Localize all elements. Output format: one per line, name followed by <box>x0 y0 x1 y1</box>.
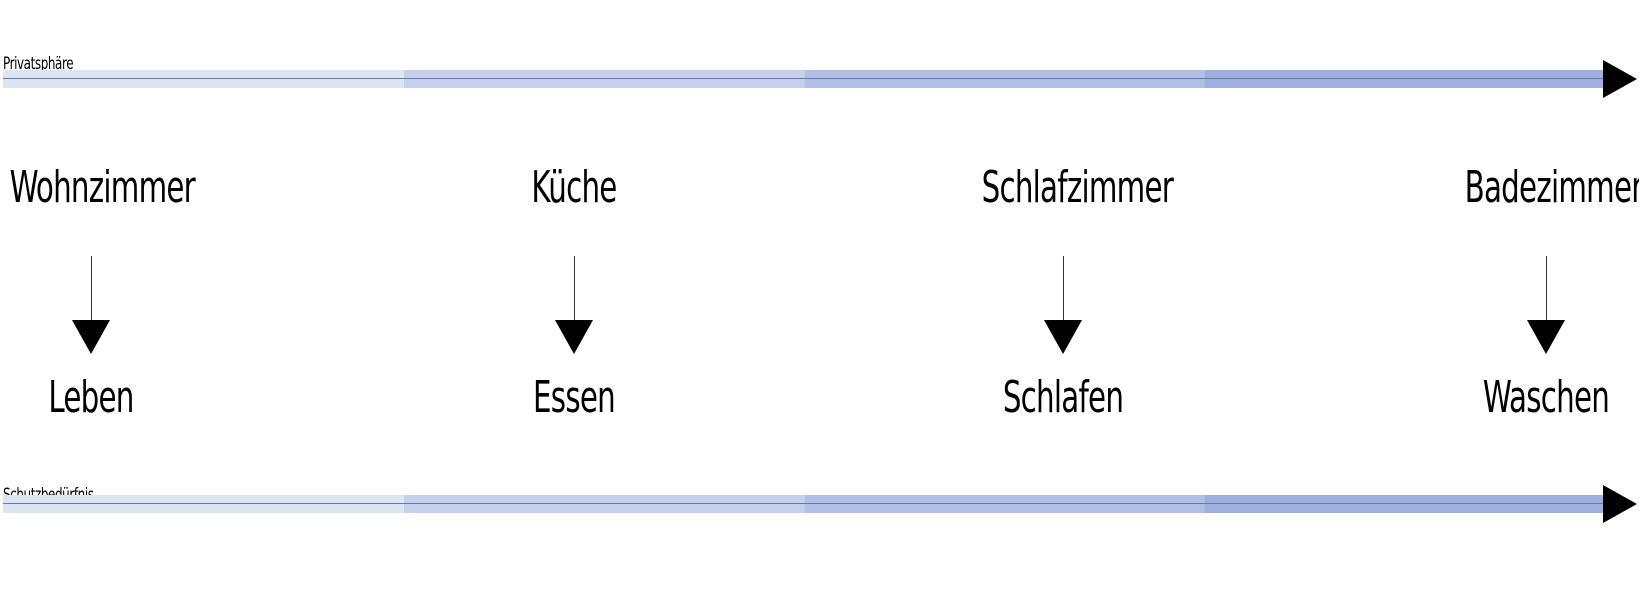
privacy-axis: Privatsphäre <box>0 40 1639 100</box>
room-column-living: Wohnzimmer Leben <box>0 160 201 440</box>
room-activity: Schlafen <box>1002 372 1124 423</box>
band-segment-1 <box>3 495 404 513</box>
privacy-gradient-band <box>3 70 1606 88</box>
room-name: Badezimmer <box>1464 162 1639 213</box>
band-segment-2 <box>403 70 805 88</box>
protection-axis: Schutzbedürfnis <box>0 485 1639 545</box>
room-name: Wohnzimmer <box>9 162 196 213</box>
privacy-arrowhead-icon <box>1603 60 1637 98</box>
privacy-axis-line <box>3 78 1606 79</box>
band-segment-3 <box>804 70 1206 88</box>
protection-gradient-band <box>3 495 1606 513</box>
band-segment-1 <box>3 70 404 88</box>
flow-line <box>91 256 92 320</box>
room-activity: Waschen <box>1482 372 1610 423</box>
arrow-down-icon <box>1044 320 1082 354</box>
room-activity: Leben <box>48 372 134 423</box>
room-column-bedroom: Schlafzimmer Schlafen <box>953 160 1174 440</box>
arrow-down-icon <box>1527 320 1565 354</box>
room-name: Küche <box>531 162 617 213</box>
band-segment-3 <box>804 495 1206 513</box>
flow-line <box>574 256 575 320</box>
privacy-axis-label: Privatsphäre <box>3 54 74 74</box>
room-column-bathroom: Badezimmer Waschen <box>1436 160 1639 440</box>
band-segment-4 <box>1205 495 1606 513</box>
band-segment-4 <box>1205 70 1606 88</box>
band-segment-2 <box>403 495 805 513</box>
protection-arrowhead-icon <box>1603 485 1637 523</box>
flow-line <box>1546 256 1547 320</box>
protection-axis-line <box>3 503 1606 504</box>
arrow-down-icon <box>555 320 593 354</box>
room-name: Schlafzimmer <box>981 162 1174 213</box>
room-activity: Essen <box>533 372 616 423</box>
arrow-down-icon <box>72 320 110 354</box>
flow-line <box>1063 256 1064 320</box>
room-column-kitchen: Küche Essen <box>464 160 684 440</box>
